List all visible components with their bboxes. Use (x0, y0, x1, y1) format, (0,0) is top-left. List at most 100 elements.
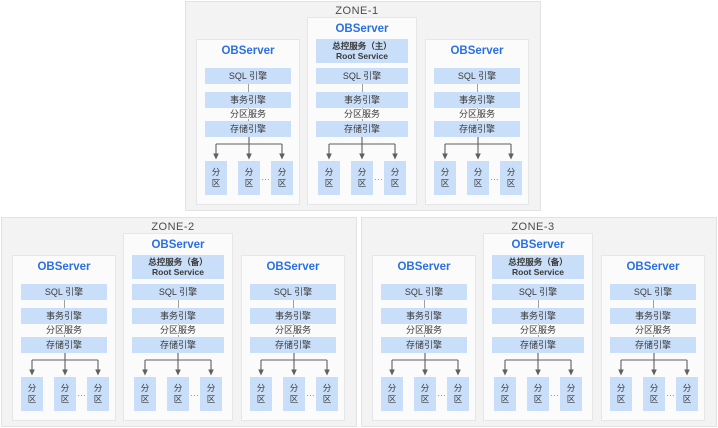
partition-row: 分区 分区 分区 … (434, 161, 522, 195)
storage-engine-box: 存储引擎 (610, 337, 696, 353)
partition-box: 分区 (351, 161, 373, 195)
transaction-engine-box: 事务引擎 (492, 308, 584, 324)
transaction-engine-box: 事务引擎 (250, 308, 336, 324)
partition-label: 分区 (357, 167, 367, 188)
partition-box: 分区 (527, 377, 549, 411)
observer-title: OBServer (37, 261, 91, 273)
zone: ZONE-2 OBServer SQL 引擎 事务引擎 分区服务 存储引擎 (1, 217, 357, 427)
partition-box: 分区 (384, 161, 406, 195)
partition-label: 分区 (277, 167, 287, 188)
observer-card: OBServer SQL 引擎 事务引擎 分区服务 存储引擎 分区 (12, 255, 116, 421)
partition-box: 分区 (500, 161, 522, 195)
partition-service-band: 分区服务 (21, 324, 107, 337)
partition-ellipsis: … (374, 172, 383, 182)
connector-line (63, 300, 65, 308)
observer-title: OBServer (335, 23, 389, 35)
observer-title: OBServer (151, 239, 205, 251)
partition-label: 分区 (289, 383, 299, 404)
sql-engine-box: SQL 引擎 (434, 68, 520, 84)
partition-row: 分区 分区 分区 … (134, 377, 222, 411)
partition-label: 分区 (616, 383, 626, 404)
branch-arrows-icon (502, 353, 574, 376)
partition-row: 分区 分区 分区 … (205, 161, 293, 195)
partition-ellipsis: … (261, 172, 270, 182)
partition-row: 分区 分区 分区 … (381, 377, 469, 411)
partition-label: 分区 (256, 383, 266, 404)
connector-line (177, 300, 179, 308)
partition-service-band: 分区服务 (434, 108, 520, 121)
partition-service-band: 分区服务 (250, 324, 336, 337)
partition-label: 分区 (93, 383, 103, 404)
partition-label: 分区 (173, 383, 183, 404)
partition-service-band: 分区服务 (132, 324, 224, 337)
root-service-box: 总控服务（备） Root Service (132, 255, 224, 279)
storage-engine-box: 存储引擎 (434, 121, 520, 137)
zone-body: OBServer SQL 引擎 事务引擎 分区服务 存储引擎 分区 (186, 2, 540, 210)
zone: ZONE-1 OBServer SQL 引擎 事务引擎 分区服务 存储引擎 (185, 1, 541, 211)
branch-arrows-icon (389, 353, 461, 376)
partition-box: 分区 (250, 377, 272, 411)
partition-label: 分区 (322, 383, 332, 404)
observer-card: OBServer SQL 引擎 事务引擎 分区服务 存储引擎 分区 (601, 255, 705, 421)
partition-box: 分区 (467, 161, 489, 195)
zone-title: ZONE-3 (511, 221, 555, 233)
connector-line (652, 300, 654, 308)
observer-title: OBServer (626, 261, 680, 273)
branch-arrows-icon (29, 353, 101, 376)
observer-card: OBServer 总控服务（主） Root Service SQL 引擎 事务引… (307, 17, 417, 205)
partition-box: 分区 (54, 377, 76, 411)
observer-card: OBServer SQL 引擎 事务引擎 分区服务 存储引擎 分区 (425, 39, 529, 205)
partition-service-label: 分区服务 (43, 325, 84, 335)
partition-row: 分区 分区 分区 … (250, 377, 338, 411)
partition-service-band: 分区服务 (610, 324, 696, 337)
observer-card: OBServer SQL 引擎 事务引擎 分区服务 存储引擎 分区 (196, 39, 300, 205)
partition-box: 分区 (283, 377, 305, 411)
partition-label: 分区 (566, 383, 576, 404)
partition-label: 分区 (324, 167, 334, 188)
branch-arrows-icon (326, 137, 398, 160)
root-service-label-cn: 总控服务（备） (148, 257, 208, 267)
partition-box: 分区 (676, 377, 698, 411)
observer-title: OBServer (450, 45, 504, 57)
partition-ellipsis: … (190, 388, 199, 398)
observer-card: OBServer SQL 引擎 事务引擎 分区服务 存储引擎 分区 (372, 255, 476, 421)
sql-engine-box: SQL 引擎 (132, 284, 224, 300)
root-service-label-en: Root Service (152, 267, 204, 277)
partition-service-band: 分区服务 (492, 324, 584, 337)
partition-box: 分区 (167, 377, 189, 411)
partition-box: 分区 (318, 161, 340, 195)
transaction-engine-box: 事务引擎 (132, 308, 224, 324)
partition-box: 分区 (643, 377, 665, 411)
partition-label: 分区 (473, 167, 483, 188)
partition-box: 分区 (494, 377, 516, 411)
zone-title: ZONE-1 (335, 5, 379, 17)
observer-title: OBServer (511, 239, 565, 251)
partition-service-label: 分区服务 (403, 325, 444, 335)
partition-box: 分区 (381, 377, 403, 411)
partition-label: 分区 (60, 383, 70, 404)
connector-line (247, 84, 249, 92)
partition-box: 分区 (610, 377, 632, 411)
storage-engine-box: 存储引擎 (381, 337, 467, 353)
partition-label: 分区 (206, 383, 216, 404)
partition-box: 分区 (316, 377, 338, 411)
sql-engine-box: SQL 引擎 (250, 284, 336, 300)
partition-label: 分区 (500, 383, 510, 404)
partition-ellipsis: … (77, 388, 86, 398)
partition-box: 分区 (560, 377, 582, 411)
transaction-engine-box: 事务引擎 (21, 308, 107, 324)
partition-label: 分区 (533, 383, 543, 404)
transaction-engine-box: 事务引擎 (434, 92, 520, 108)
sql-engine-box: SQL 引擎 (316, 68, 408, 84)
root-service-box: 总控服务（主） Root Service (316, 39, 408, 63)
partition-label: 分区 (420, 383, 430, 404)
observer-title: OBServer (221, 45, 275, 57)
zone: ZONE-3 OBServer SQL 引擎 事务引擎 分区服务 存储引擎 (361, 217, 717, 427)
partition-box: 分区 (200, 377, 222, 411)
root-service-label-cn: 总控服务（备） (508, 257, 568, 267)
observer-card: OBServer SQL 引擎 事务引擎 分区服务 存储引擎 分区 (241, 255, 345, 421)
partition-label: 分区 (682, 383, 692, 404)
partition-label: 分区 (453, 383, 463, 404)
observer-title: OBServer (266, 261, 320, 273)
partition-service-label: 分区服务 (157, 325, 198, 335)
